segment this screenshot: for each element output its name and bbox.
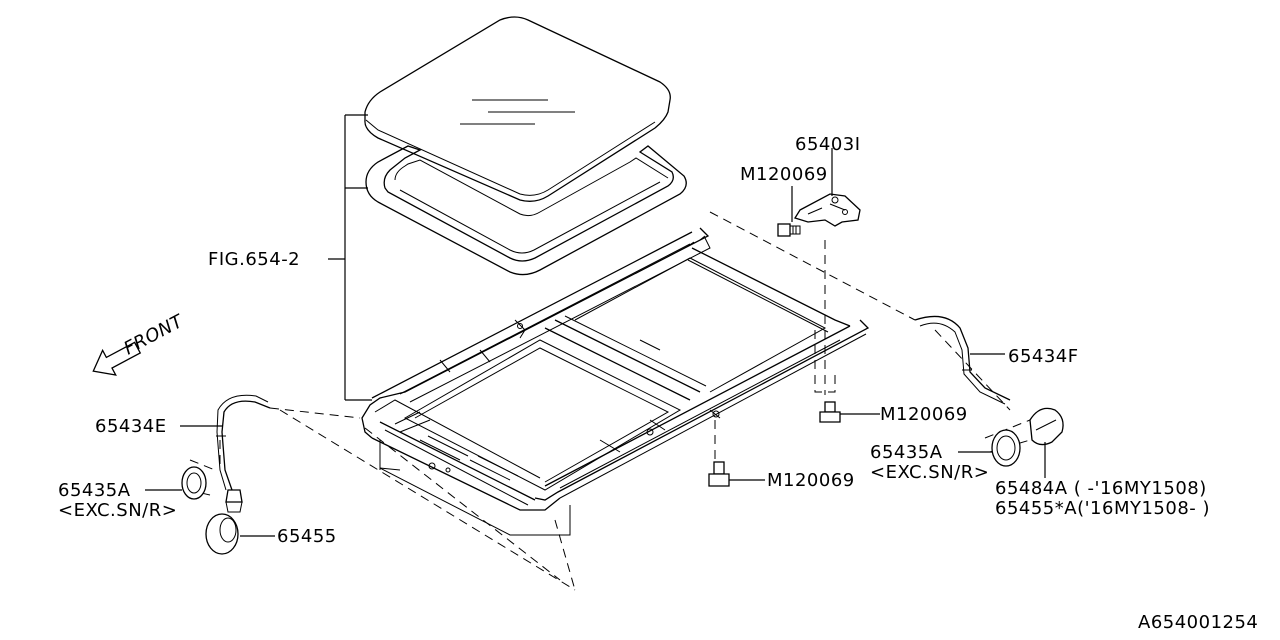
bracket-65403i: [794, 148, 861, 227]
grommet-65435a-left: [145, 466, 207, 500]
sunroof-glass-panel: [364, 16, 671, 202]
part-65403i-label: 65403I: [795, 134, 861, 155]
exc-sn-r-left-label: <EXC.SN/R>: [58, 500, 177, 521]
drain-hose-65434e: [180, 394, 271, 513]
exc-sn-r-right-label: <EXC.SN/R>: [870, 462, 989, 483]
m120069-low-label: M120069: [767, 470, 855, 491]
part-65455a-label: 65455*A('16MY1508- ): [995, 498, 1210, 519]
part-65434e-label: 65434E: [95, 416, 167, 437]
part-65434f-label: 65434F: [1008, 346, 1079, 367]
fig-reference-bracket: [328, 114, 372, 401]
part-65435a-left-label: 65435A: [58, 480, 131, 501]
sunroof-frame: [361, 227, 870, 536]
part-65455-label: 65455: [277, 526, 337, 547]
m120069-mid-label: M120069: [880, 404, 968, 425]
front-label: FRONT: [120, 310, 188, 359]
cap-65484a: [1029, 407, 1064, 478]
bolt-m120069-mid: [819, 401, 880, 423]
fig-654-2-label: FIG.654-2: [208, 249, 300, 270]
grommet-65435a-right: [958, 429, 1021, 467]
part-65484a-label: 65484A ( -'16MY1508): [995, 478, 1207, 499]
m120069-top-label: M120069: [740, 164, 828, 185]
cap-65455: [205, 513, 275, 555]
bolt-m120069-low: [708, 461, 765, 487]
bolt-m120069-top: [777, 186, 801, 237]
front-direction-arrow: [92, 341, 142, 376]
diagram-id-label: A654001254: [1138, 612, 1258, 633]
glass-seal-frame: [365, 145, 687, 276]
part-65435a-right-label: 65435A: [870, 442, 943, 463]
projection-lines: [187, 211, 1031, 591]
drain-hose-65434f: [914, 315, 1011, 405]
